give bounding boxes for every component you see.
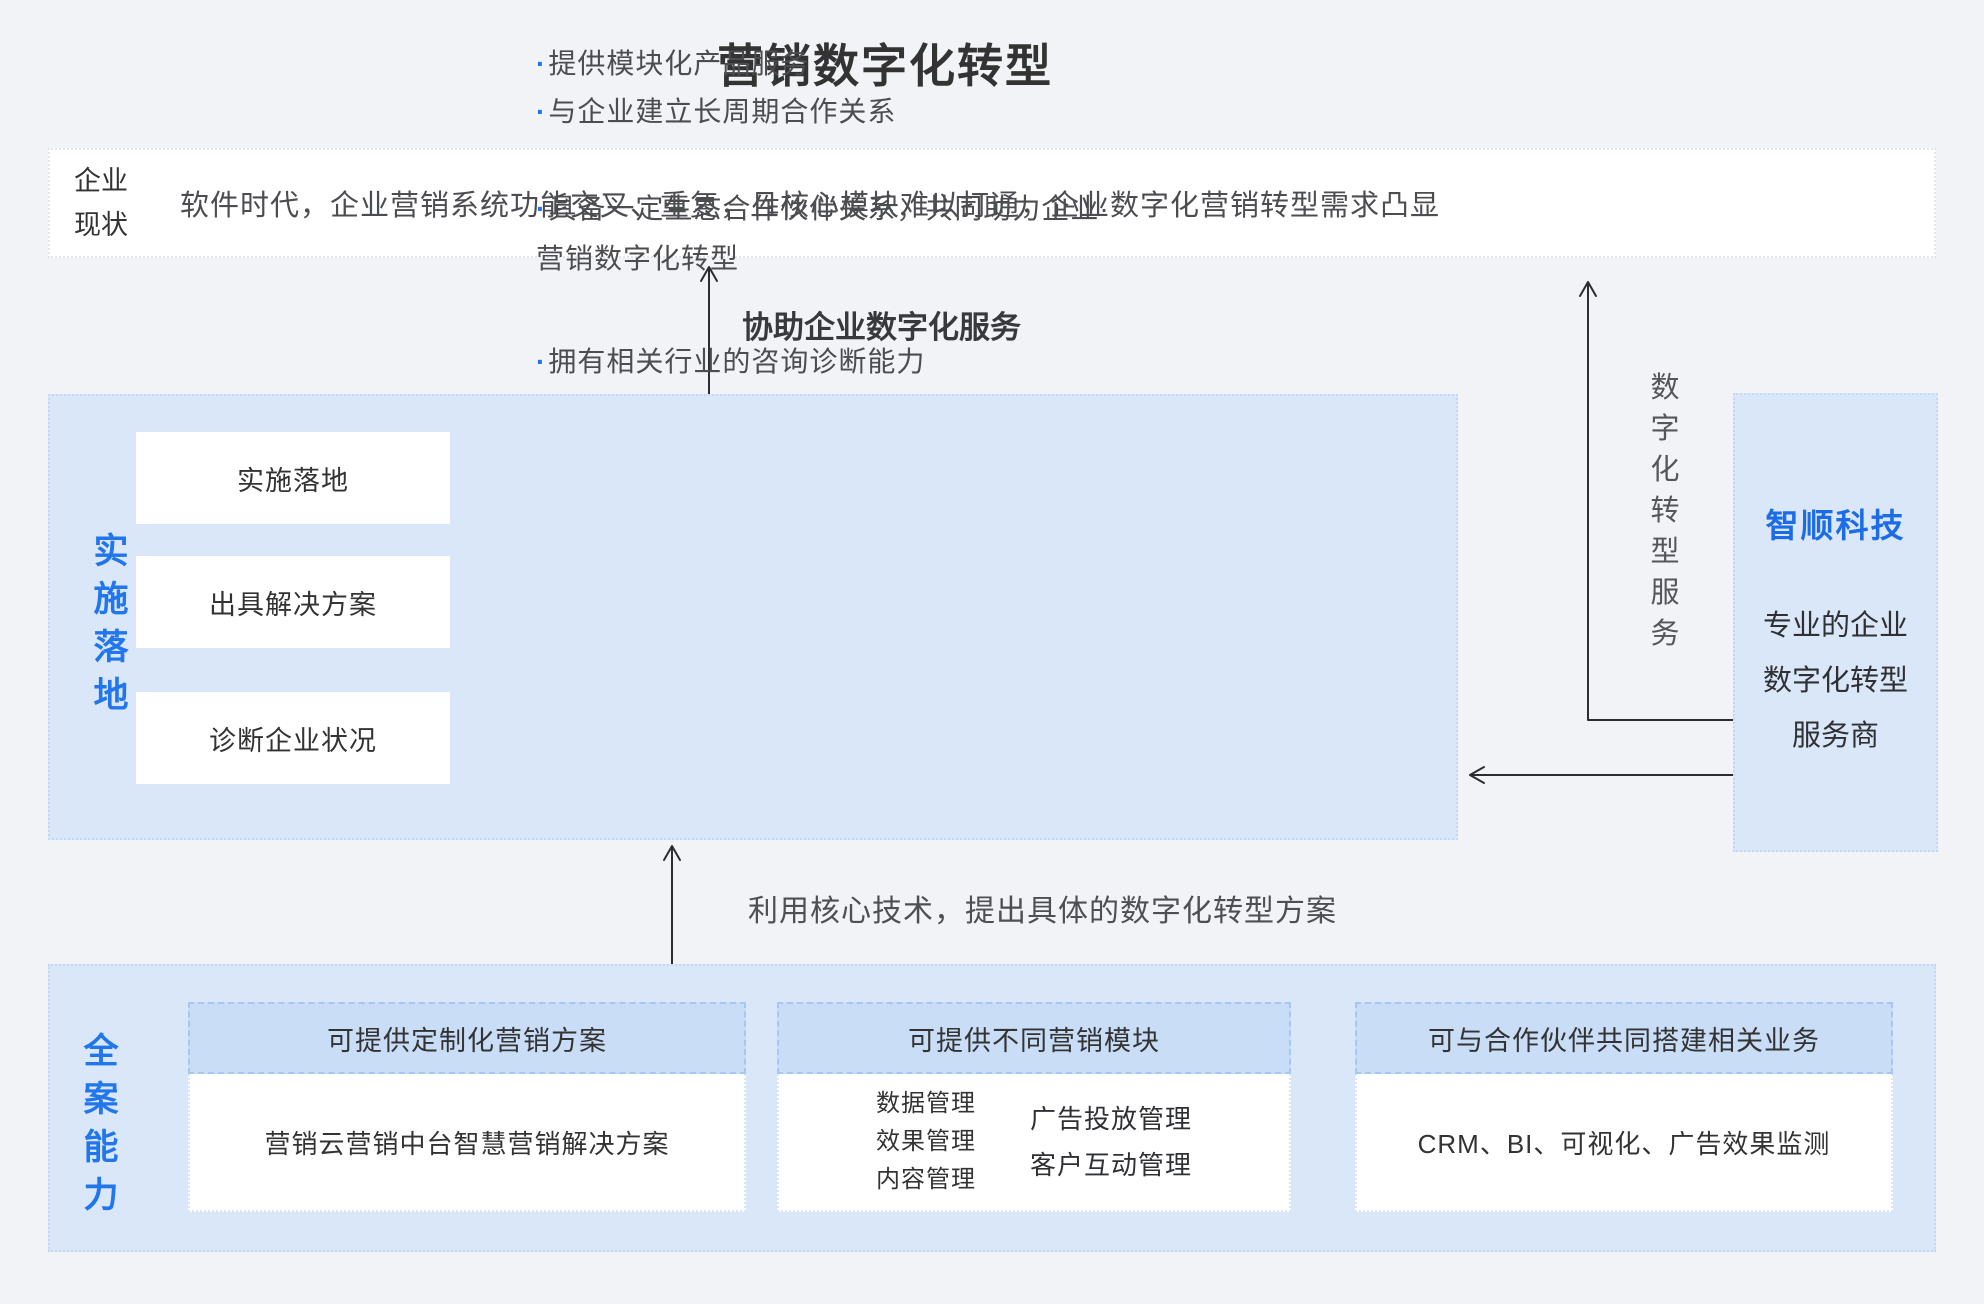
assist-arrow-label: 协助企业数字化服务 — [742, 310, 1021, 345]
impl-box-solution: 出具解决方案 — [136, 556, 450, 648]
module-item: 客户互动管理 — [1029, 1150, 1192, 1180]
module-stack-left: 数据管理 效果管理 内容管理 — [876, 1085, 976, 1199]
bullet-dot-icon: · — [536, 346, 547, 377]
capability-column-custom-plan: 可提供定制化营销方案 营销云营销中台智慧营销解决方案 — [188, 1002, 746, 1212]
capability-column-modules: 可提供不同营销模块 数据管理 效果管理 内容管理 广告投放管理 客户互动管理 — [777, 1002, 1291, 1212]
bullet-dot-icon: · — [536, 96, 547, 127]
core-tech-arrow-up — [663, 845, 681, 965]
module-item: 广告投放管理 — [1029, 1104, 1192, 1134]
module-item: 效果管理 — [875, 1128, 976, 1155]
column-header: 可与合作伙伴共同搭建相关业务 — [1355, 1002, 1893, 1074]
bullet-text: 提供模块化产品服务 — [548, 48, 810, 79]
vendor-desc-line: 服务商 — [1791, 720, 1879, 752]
enterprise-status-label: 企业现状 — [74, 166, 128, 240]
module-item: 数据管理 — [875, 1090, 976, 1117]
column-body: 营销云营销中台智慧营销解决方案 — [188, 1074, 746, 1212]
vendor-desc-line: 专业的企业 — [1762, 610, 1908, 642]
core-tech-arrow-label: 利用核心技术，提出具体的数字化转型方案 — [748, 895, 1337, 928]
bullet-dot-icon: · — [536, 193, 547, 224]
column-body: 数据管理 效果管理 内容管理 广告投放管理 客户互动管理 — [777, 1074, 1291, 1212]
capability-side-label: 全案能力 — [83, 1032, 119, 1215]
vendor-desc-line: 数字化转型 — [1762, 665, 1908, 697]
bullet-text: 营销数字化转型 — [536, 243, 740, 274]
bullet-line: ·提供模块化产品服务 — [536, 40, 896, 88]
service-vertical-label: 数字化转型服务 — [1650, 372, 1680, 650]
vendor-to-implementation-arrow — [1469, 766, 1734, 784]
column-header: 可提供不同营销模块 — [777, 1002, 1291, 1074]
vendor-name: 智顺科技 — [1765, 507, 1906, 544]
module-groups: 数据管理 效果管理 内容管理 广告投放管理 客户互动管理 — [876, 1085, 1192, 1199]
bullet-dot-icon: · — [536, 48, 547, 79]
impl-bullets-group-2: ·具备一定生态合作伙伴关系，共同助力企业· 营销数字化转型 — [536, 184, 1110, 284]
impl-box-implementation: 实施落地 — [136, 432, 450, 524]
vendor-description: 专业的企业 数字化转型 服务商 — [1735, 599, 1936, 764]
module-stack-right: 广告投放管理 客户互动管理 — [1030, 1096, 1192, 1188]
bullet-text: 拥有相关行业的咨询诊断能力 — [548, 346, 926, 377]
enterprise-status-text: 软件时代，企业营销系统功能交叉、重复，且核心模块难以打通，企业数字化营销转型需求… — [180, 190, 1441, 222]
capability-column-partner-business: 可与合作伙伴共同搭建相关业务 CRM、BI、可视化、广告效果监测 — [1355, 1002, 1893, 1212]
bullet-text: 与企业建立长周期合作关系 — [548, 96, 897, 127]
bullet-line-wrap: 营销数字化转型 — [536, 234, 1110, 284]
impl-bullets-group-1: ·提供模块化产品服务 ·与企业建立长周期合作关系 — [536, 40, 896, 136]
column-body: CRM、BI、可视化、广告效果监测 — [1355, 1074, 1893, 1212]
vendor-box: 智顺科技 专业的企业 数字化转型 服务商 — [1733, 393, 1938, 852]
module-item: 内容管理 — [875, 1166, 976, 1193]
bullet-line: ·与企业建立长周期合作关系 — [536, 88, 896, 136]
impl-box-diagnosis: 诊断企业状况 — [136, 692, 450, 784]
bullet-text: 具备一定生态合作伙伴关系，共同助力企业· — [548, 193, 1110, 224]
bullet-line: ·拥有相关行业的咨询诊断能力 — [536, 338, 925, 386]
implementation-side-label: 实施落地 — [93, 532, 129, 715]
enterprise-status-box: 企业现状 软件时代，企业营销系统功能交叉、重复，且核心模块难以打通，企业数字化营… — [48, 148, 1936, 258]
impl-bullets-group-3: ·拥有相关行业的咨询诊断能力 — [536, 338, 925, 386]
column-header: 可提供定制化营销方案 — [188, 1002, 746, 1074]
bullet-line: ·具备一定生态合作伙伴关系，共同助力企业· — [536, 184, 1110, 234]
page-title: 营销数字化转型 — [717, 40, 1053, 92]
